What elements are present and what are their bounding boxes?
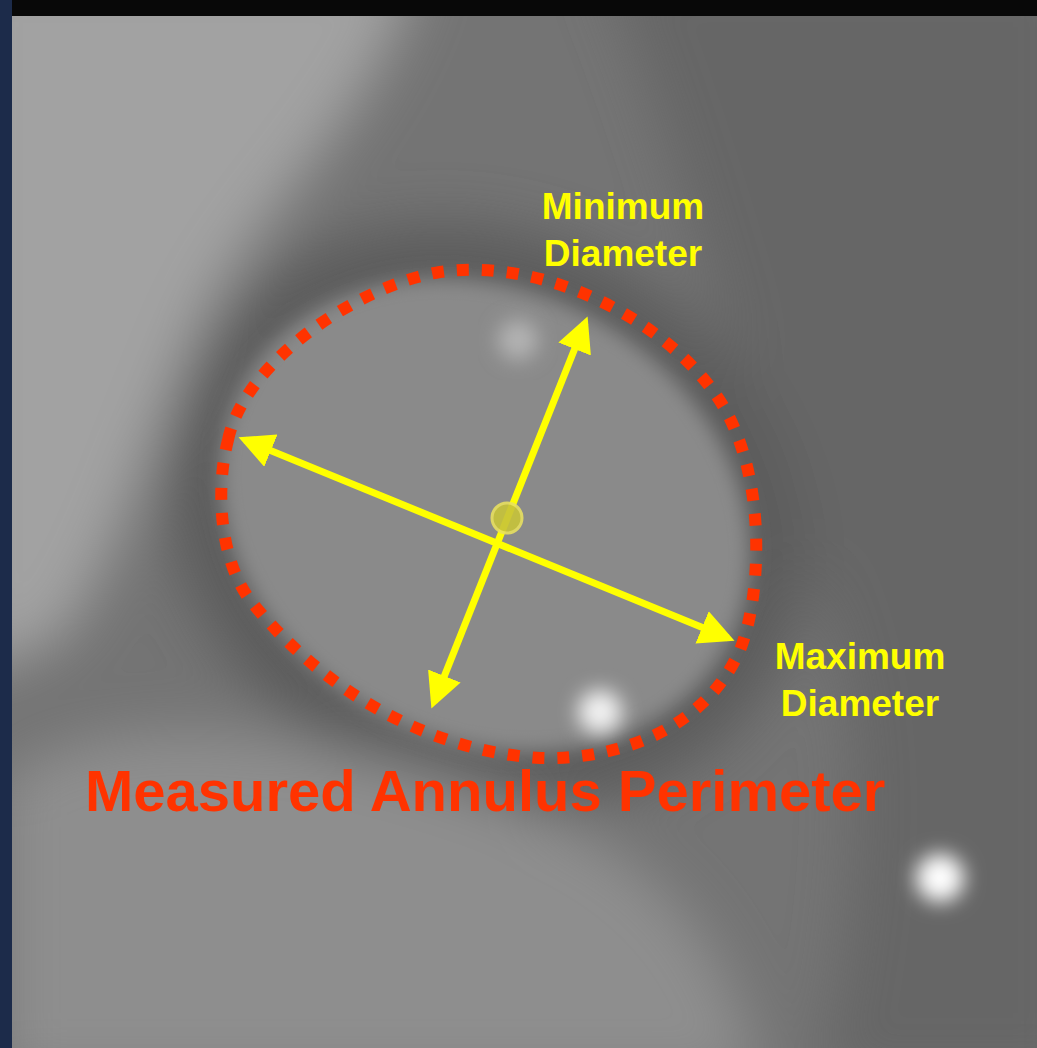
perimeter-label: Measured Annulus Perimeter: [85, 758, 885, 823]
diameter-label: Maximum Diameter: [691, 633, 1029, 727]
diameter-label: Minimum Diameter: [458, 183, 788, 277]
